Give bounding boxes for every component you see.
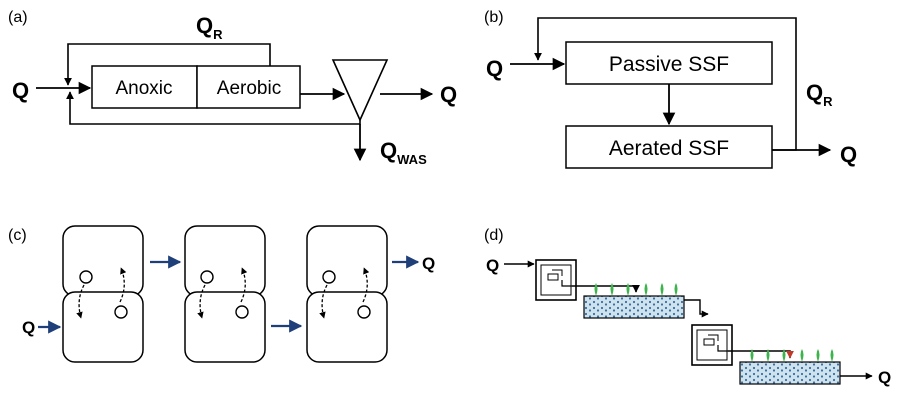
panel-c: (c) Q: [8, 225, 435, 363]
recycle-q-label: QR: [196, 13, 223, 42]
panel-b-label: (b): [484, 9, 504, 26]
circulation-arrow: [362, 267, 370, 303]
tank-to-wetland-arrow: [572, 284, 640, 293]
aerobic-zone-label: Aerobic: [217, 78, 281, 99]
circulation-arrow: [240, 267, 248, 303]
aerated-ssf-box: [565, 125, 773, 169]
effluent-q-label: Q: [440, 82, 457, 107]
cell-unit-2: [184, 225, 266, 363]
tank-to-wetland-arrow-2: [728, 350, 794, 359]
bubble-circle: [235, 305, 249, 319]
circulation-arrow: [119, 267, 127, 303]
recycle-q-label-b: QR: [806, 80, 833, 109]
waste-q-label: QWAS: [380, 138, 427, 167]
plant-icon: [594, 283, 678, 296]
wetland-bed-2: [739, 349, 841, 385]
panel-d-label: (d): [484, 227, 504, 244]
aerated-ssf-label: Aerated SSF: [609, 137, 729, 160]
panel-a: (a) Anoxic Aerobic Q QR Q QWAS: [8, 9, 457, 167]
passive-ssf-label: Passive SSF: [609, 53, 729, 76]
bubble-circle: [322, 270, 336, 284]
influent-q-label-d: Q: [486, 256, 499, 275]
influent-q-label-c: Q: [22, 318, 35, 337]
aerobic-zone-box: [196, 65, 301, 109]
effluent-q-label-c: Q: [422, 254, 435, 273]
influent-q-label: Q: [12, 78, 29, 103]
plant-icon: [750, 349, 834, 362]
cell-unit-1: [62, 225, 144, 363]
internal-recycle-line: [64, 43, 271, 86]
panel-d: (d) Q: [484, 227, 891, 387]
circulation-arrow: [197, 284, 206, 319]
anoxic-zone-label: Anoxic: [115, 78, 172, 99]
pretreatment-tank-2: [691, 324, 733, 366]
effluent-q-label-b: Q: [840, 142, 857, 167]
wetland-bed-1: [583, 283, 685, 319]
wetland-to-tank-arrow: [684, 299, 709, 318]
bubble-circle: [200, 270, 214, 284]
passive-ssf-box: [565, 41, 773, 85]
bubble-circle: [114, 305, 128, 319]
sludge-return-line: [66, 91, 361, 125]
bubble-circle: [357, 305, 371, 319]
panel-b: (b) Passive SSF Aerated SSF Q QR Q: [484, 9, 857, 169]
pretreatment-tank-1: [535, 259, 577, 301]
panel-a-label: (a): [8, 9, 28, 26]
cell-unit-3: [306, 225, 388, 363]
influent-q-label-b: Q: [486, 56, 503, 81]
effluent-q-label-d: Q: [878, 368, 891, 387]
circulation-arrow: [319, 284, 328, 319]
bubble-circle: [79, 270, 93, 284]
anoxic-zone-box: [91, 65, 198, 109]
circulation-arrow: [76, 284, 85, 319]
clarifier-icon: [331, 59, 389, 122]
panel-c-label: (c): [8, 227, 27, 244]
